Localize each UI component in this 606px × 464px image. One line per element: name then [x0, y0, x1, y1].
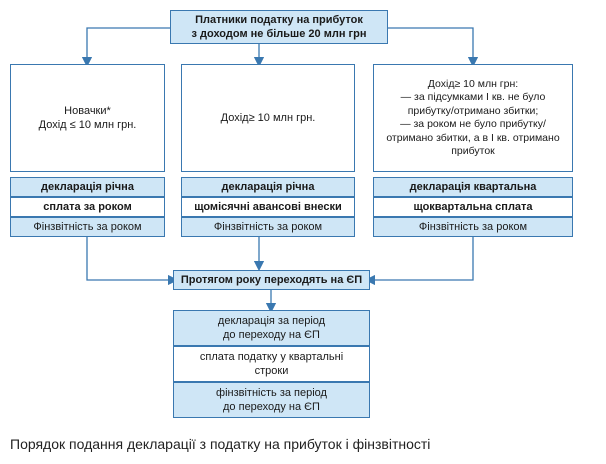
col2-payment: щомісячні авансові внески — [181, 197, 355, 217]
col1-payment: сплата за роком — [10, 197, 165, 217]
arrow-top-to-col3 — [388, 27, 479, 68]
ep-declaration: декларація за період до переходу на ЄП — [173, 310, 370, 346]
ep-fin-report: фінзвітність за період до переходу на ЄП — [173, 382, 370, 418]
col3-fin-report: Фінзвітність за роком — [373, 217, 573, 237]
col1-condition: Новачки* Дохід ≤ 10 млн грн. — [10, 64, 165, 172]
top-box-taxpayers: Платники податку на прибуток з доходом н… — [170, 10, 388, 44]
arrow-top-to-col1 — [81, 27, 170, 68]
ep-payment: сплата податку у квартальні строки — [173, 346, 370, 382]
col1-declaration: декларація річна — [10, 177, 165, 197]
figure-caption: Порядок подання декларації з податку на … — [10, 436, 431, 452]
arrow-col1-to-ep — [86, 237, 179, 286]
col3-condition: Дохід≥ 10 млн грн: — за підсумками I кв.… — [373, 64, 573, 172]
col2-declaration: декларація річна — [181, 177, 355, 197]
col1-fin-report: Фінзвітність за роком — [10, 217, 165, 237]
arrow-col3-to-ep — [364, 237, 474, 286]
col2-condition: Дохід≥ 10 млн грн. — [181, 64, 355, 172]
col2-fin-report: Фінзвітність за роком — [181, 217, 355, 237]
ep-title-box: Протягом року переходять на ЄП — [173, 270, 370, 290]
col3-declaration: декларація квартальна — [373, 177, 573, 197]
col3-payment: щоквартальна сплата — [373, 197, 573, 217]
